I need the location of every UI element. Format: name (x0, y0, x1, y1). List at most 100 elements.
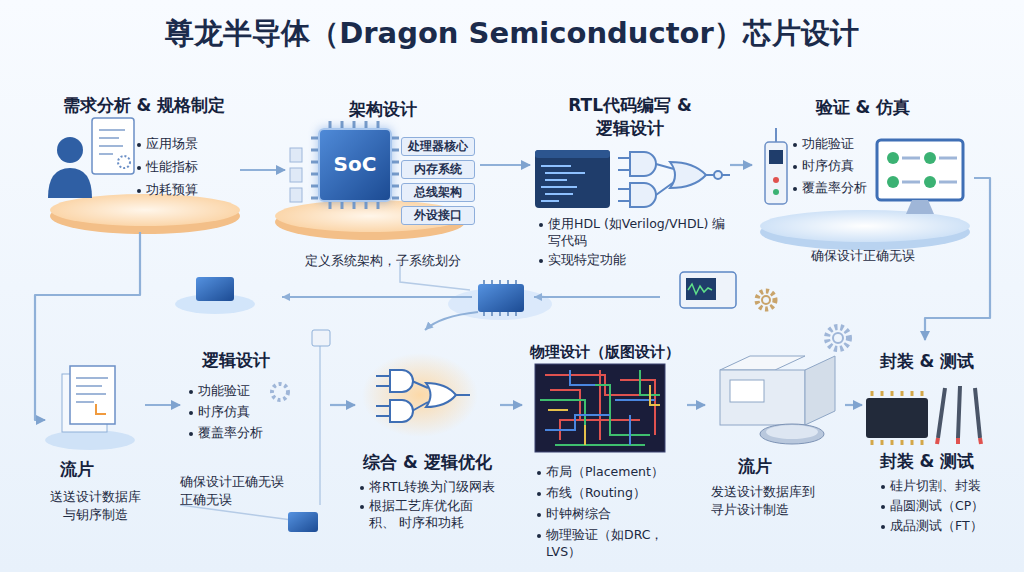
bullet-item: 应用场景 (136, 136, 236, 153)
stage-heading: 流片 (45, 458, 109, 481)
layout-illustration (545, 370, 655, 445)
rtl-illustration (535, 150, 730, 208)
requirements-illustration (118, 156, 130, 168)
stage-box: 流片送送设计数据库 与钥序制造 (45, 330, 145, 530)
bullet-item: 将RTL转换为门级网表 (359, 479, 500, 496)
subsystem-box: 内存系统 (401, 160, 475, 179)
bullet-dot (360, 486, 364, 490)
stage-heading: 封装 & 测试 (862, 350, 992, 373)
flow-illustration (762, 296, 770, 304)
stage-heading: RTL代码编写 & 逻辑设计 (565, 94, 695, 140)
bullet-dot (137, 143, 141, 147)
verification-illustration (760, 210, 970, 242)
flow-arrow (925, 178, 990, 340)
verification-illustration (773, 177, 779, 183)
flow-illustration (484, 280, 516, 316)
stage-heading: 封装 & 测试 (862, 450, 992, 473)
fab-illustration (720, 370, 805, 425)
architecture-illustration (290, 188, 302, 202)
stage-box: 需求分析 & 规格制定应用场景性能指标功耗预算 (48, 92, 240, 232)
flow-illustration (312, 330, 330, 346)
bullet-item: 覆盖率分析 (188, 425, 308, 442)
package-illustration (937, 438, 981, 444)
fab-illustration (766, 425, 818, 439)
flow-illustration (282, 296, 472, 298)
synthesis-illustration (390, 370, 413, 392)
tapeout-doc-illustration (96, 404, 106, 414)
bullet-dot (537, 534, 541, 538)
bullet-dot (793, 165, 797, 169)
flow-illustration (425, 312, 478, 330)
tapeout-doc-illustration (70, 366, 115, 424)
rtl-illustration (670, 162, 706, 188)
architecture-illustration (311, 121, 399, 209)
rtl-illustration (535, 150, 610, 158)
rtl-illustration (630, 183, 656, 207)
stage-caption: 定义系统架构，子系统划分 (285, 252, 480, 270)
synthesis-illustration (390, 400, 413, 422)
tapeout-doc-illustration (76, 378, 108, 402)
bullet-item: 物理验证（如DRC，LVS） (536, 527, 686, 561)
layout-illustration (535, 364, 665, 452)
bullet-dot (539, 259, 543, 263)
stage-box: 物理设计（版图设计）布局（Placement）布线（Routing）时钟树综合物… (522, 338, 687, 548)
stage-box: 综合 & 逻辑优化将RTL转换为门级网表根据工艺库优化面积、 时序和功耗 (355, 345, 500, 540)
fab-illustration (805, 356, 835, 425)
fab-illustration (720, 356, 805, 370)
stage-box: 架构设计定义系统架构，子系统划分SoC处理器核心内存系统总线架构外设接口 (285, 92, 480, 272)
bullet-dot (189, 390, 193, 394)
package-illustration (866, 386, 981, 445)
flow-arrow (240, 169, 285, 171)
stage-heading: 综合 & 逻辑优化 (355, 451, 500, 474)
requirements-illustration (48, 168, 92, 198)
flow-illustration (478, 284, 524, 312)
bullet-item: 功耗预算 (136, 182, 236, 199)
flow-illustration (288, 512, 318, 532)
subsystem-label: 外设接口 (402, 208, 474, 224)
verification-illustration (765, 142, 787, 204)
subsystem-box: 总线架构 (401, 183, 475, 202)
architecture-illustration (290, 168, 302, 182)
tapeout-doc-illustration (45, 430, 135, 450)
fab-illustration (760, 424, 824, 444)
bullet-item: 功能验证 (792, 136, 882, 153)
stage-box: 流片发送设计数据库到 寻片设计制造 (705, 345, 845, 520)
flow-illustration (686, 278, 716, 300)
bullet-item: 性能指标 (136, 159, 236, 176)
verification-illustration (902, 158, 957, 182)
verification-illustration (906, 200, 934, 214)
verification-illustration (887, 176, 899, 188)
flow-illustration (175, 262, 849, 532)
flow-arrow (480, 164, 530, 166)
bullet-dot (537, 492, 541, 496)
subsystem-label: 内存系统 (402, 162, 474, 178)
package-illustration (938, 386, 980, 438)
rtl-illustration (630, 152, 656, 176)
verification-illustration (887, 152, 899, 164)
subsystem-box: 外设接口 (401, 206, 475, 225)
flow-illustration (688, 284, 712, 294)
subsystem-box: 处理器核心 (401, 137, 475, 156)
bullet-item: 覆盖率分析 (792, 180, 882, 197)
diagram-title: 尊龙半导体（Dragon Semiconductor）芯片设计 (0, 14, 1024, 54)
flow-illustration (757, 291, 775, 309)
flow-arrow (145, 404, 180, 406)
flow-illustration (196, 277, 234, 301)
bullet-dot (539, 223, 543, 227)
requirements-illustration (50, 194, 240, 226)
requirements-illustration (48, 118, 240, 234)
bullet-item: 使用HDL (如Verilog/VHDL) 编写代码 (538, 216, 728, 250)
flow-illustration (827, 327, 849, 349)
stage-heading: 逻辑设计 (202, 349, 312, 372)
bullet-dot (793, 187, 797, 191)
verification-illustration (760, 128, 970, 250)
logic-illustration (272, 384, 288, 400)
stage-caption: 确保设计正确无误 正确无误 (180, 473, 292, 508)
bullet-item: 晶圆测试（CP） (880, 498, 1010, 515)
synthesis-illustration (362, 353, 478, 437)
flow-arrow (35, 232, 140, 420)
